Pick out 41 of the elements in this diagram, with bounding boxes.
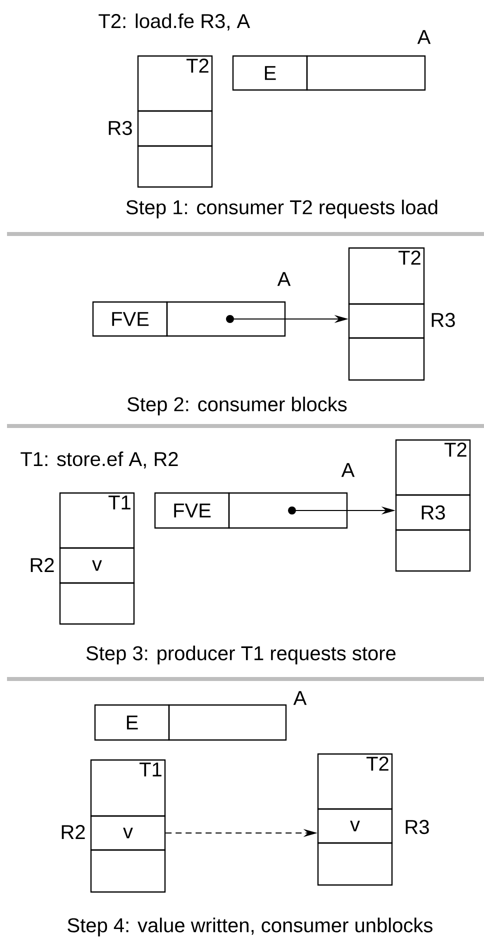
memory-cell xyxy=(166,301,286,337)
register-cell xyxy=(59,582,135,625)
register-cell: v xyxy=(90,815,166,851)
cell-label: R3 xyxy=(108,120,132,136)
cell-label: R3 xyxy=(432,312,455,328)
register-cell xyxy=(137,110,213,147)
memory-cell xyxy=(168,704,287,741)
register-cell: FVE xyxy=(92,301,168,337)
register-cell: E xyxy=(232,55,308,91)
caption: T1: store.ef A, R2 xyxy=(20,452,178,469)
cell-label: R2 xyxy=(30,558,54,572)
cell-label: A xyxy=(417,30,431,44)
register-cell: FVE xyxy=(154,492,230,529)
cell-label: A xyxy=(341,463,355,477)
caption: Step 1: consumer T2 requests load xyxy=(126,200,438,218)
register-cell: v xyxy=(317,808,393,844)
register-cell xyxy=(348,337,425,381)
register-cell: T1 xyxy=(59,492,135,549)
register-cell xyxy=(348,303,425,339)
register-cell xyxy=(317,842,393,886)
register-cell: R3 xyxy=(395,494,471,531)
caption: Step 2: consumer blocks xyxy=(127,396,347,416)
caption: Step 4: value written, consumer unblocks xyxy=(68,918,432,936)
memory-cell xyxy=(306,55,426,91)
register-cell: T2 xyxy=(137,55,213,112)
register-cell: T1 xyxy=(90,759,166,817)
register-cell: T2 xyxy=(348,247,425,305)
memory-cell xyxy=(228,492,348,529)
register-cell xyxy=(395,529,471,572)
register-cell: T2 xyxy=(317,753,393,810)
register-cell: v xyxy=(59,547,135,584)
caption: T2: load.fe R3, A xyxy=(98,14,250,31)
cell-label: R3 xyxy=(406,820,429,834)
caption: Step 3: producer T1 requests store xyxy=(86,646,396,664)
register-cell: E xyxy=(94,704,170,741)
cell-label: R2 xyxy=(62,825,85,839)
register-cell xyxy=(90,849,166,893)
cell-label: A xyxy=(277,272,291,286)
register-cell: T2 xyxy=(395,439,471,496)
cell-label: A xyxy=(293,691,307,705)
register-cell xyxy=(137,145,213,188)
